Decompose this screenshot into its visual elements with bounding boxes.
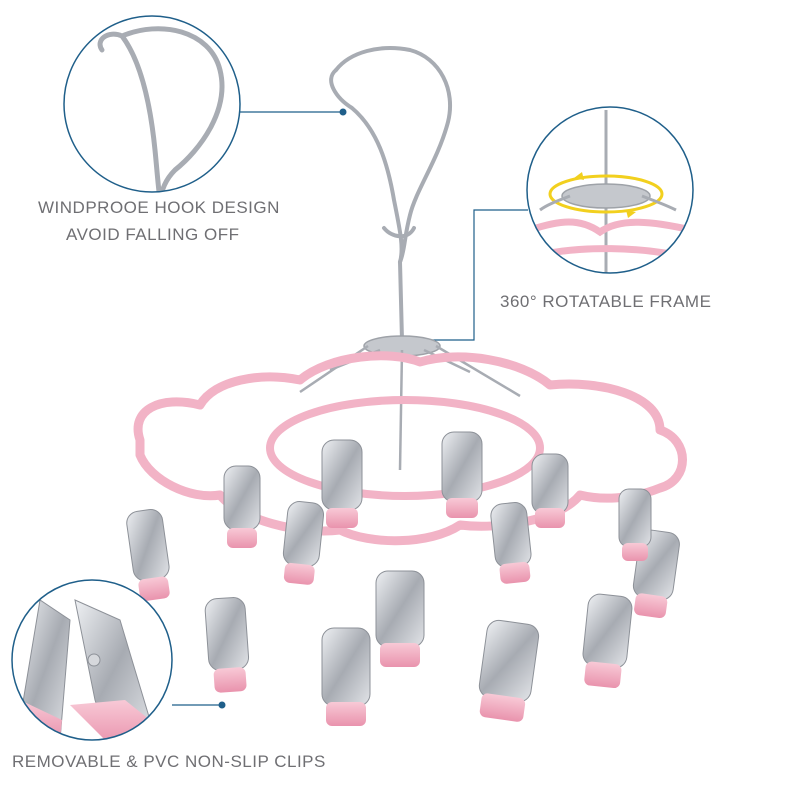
clips-detail-callout [11, 579, 173, 741]
inner-frame [266, 396, 544, 500]
frame-detail-callout [526, 106, 694, 274]
hook-callout-line2: AVOID FALLING OFF [66, 225, 240, 244]
hook-callout-line1: WINDPROOE HOOK DESIGN [38, 198, 280, 217]
hook-marker-dot [339, 108, 347, 116]
leader-lines [172, 111, 528, 706]
clip-marker-dot [218, 701, 226, 709]
clips-callout-label: REMOVABLE & PVC NON-SLIP CLIPS [12, 752, 326, 771]
clips [126, 431, 680, 726]
frame-callout-label: 360° ROTATABLE FRAME [500, 292, 712, 311]
hook [329, 46, 452, 342]
outer-frame [133, 351, 687, 546]
hook-detail-callout [63, 15, 241, 193]
